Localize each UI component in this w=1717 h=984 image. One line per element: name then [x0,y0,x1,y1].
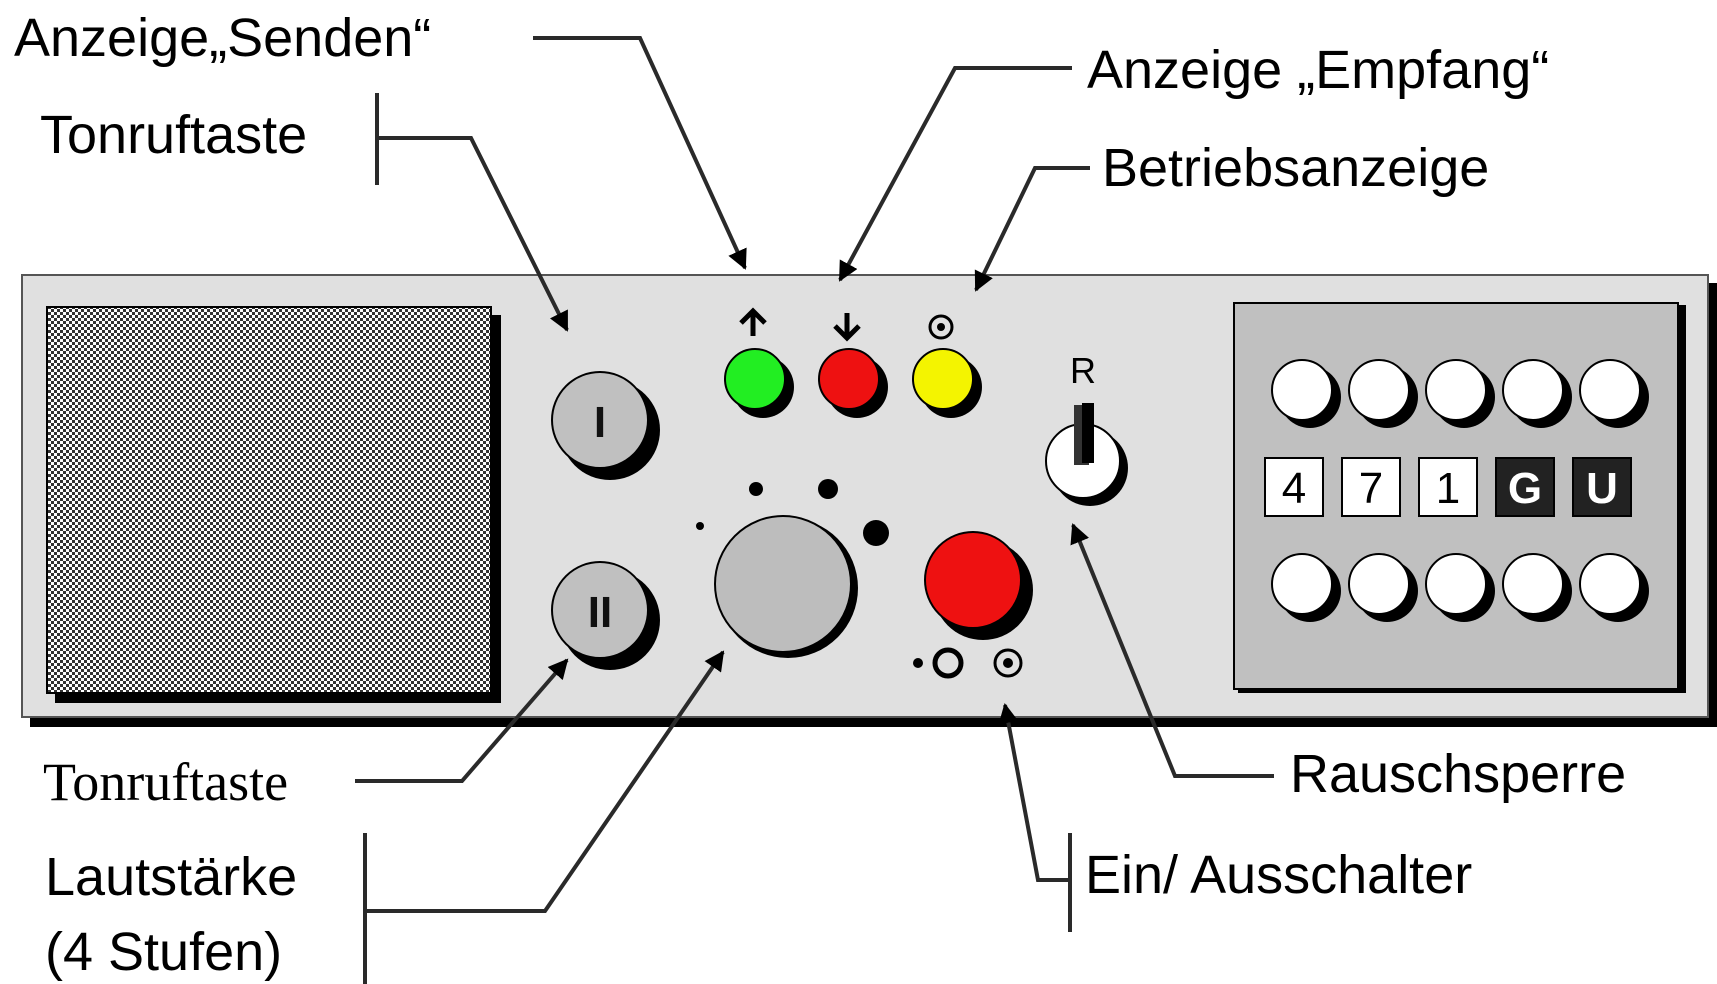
volume-level-dot-2 [749,482,763,496]
label-lautstaerke: Lautstärke [45,847,297,907]
code-digit: 7 [1359,464,1383,513]
volume-knob[interactable] [714,515,858,658]
code-digit: 4 [1282,464,1306,513]
power-on-icon [993,648,1023,678]
code-button[interactable] [1502,359,1572,428]
volume-level-dot-4 [863,520,889,546]
code-button[interactable] [1425,359,1495,428]
label-anzeige-senden: Anzeige„Senden“ [14,8,431,68]
leader-senden [533,36,747,270]
power-off-icon [913,647,964,679]
power-button[interactable] [924,531,1033,640]
code-button-row-top [1271,359,1649,428]
code-digit-box: U [1572,457,1632,517]
code-digit-box: 1 [1418,457,1478,517]
label-betriebsanzeige: Betriebsanzeige [1102,138,1489,198]
code-digit-box: 4 [1264,457,1324,517]
code-button[interactable] [1271,359,1341,428]
leader-lautstaerke [365,650,725,913]
tonruf-button-1[interactable]: I [551,371,660,480]
code-button[interactable] [1579,359,1649,428]
leader-tonruf-top [377,136,569,332]
lamp-senden [724,348,794,418]
squelch-label: R [1070,350,1096,391]
label-anzeige-empfang: Anzeige „Empfang“ [1087,40,1549,100]
arrow-up-icon [739,307,767,336]
squelch-switch[interactable] [1045,403,1128,506]
volume-level-dot-1 [696,522,704,530]
tonruf-button-1-label: I [594,398,606,447]
code-button[interactable] [1579,553,1649,622]
code-digit: G [1508,464,1542,513]
code-display-row: 4 7 1 G U [1264,457,1632,517]
code-button[interactable] [1348,359,1418,428]
code-digit: U [1586,464,1618,513]
speaker-grille [46,306,492,694]
code-button[interactable] [1271,553,1341,622]
leader-ein-aus [998,703,1070,882]
leader-tonruf-bottom [355,658,569,783]
code-digit-box: 7 [1341,457,1401,517]
code-button[interactable] [1348,553,1418,622]
code-button-row-bottom [1271,553,1649,622]
arrow-down-icon [833,313,861,342]
lamp-betrieb [912,348,982,418]
dot-in-circle-icon [928,314,954,340]
code-button[interactable] [1502,553,1572,622]
code-button[interactable] [1425,553,1495,622]
leader-betrieb [974,166,1090,292]
leader-lines [355,36,1274,984]
label-rauschsperre: Rauschsperre [1290,744,1626,804]
label-lautstaerke-stufen: (4 Stufen) [45,922,282,982]
code-digit-box: G [1495,457,1555,517]
code-digit: 1 [1436,464,1460,513]
tonruf-button-2[interactable]: II [551,561,660,670]
label-ein-ausschalter: Ein/ Ausschalter [1085,845,1472,905]
tonruf-button-2-label: II [588,588,612,637]
lamp-empfang [818,348,888,418]
volume-level-dot-3 [818,479,838,499]
leader-empfang [838,66,1072,282]
label-tonruftaste-bottom: Tonruftaste [43,752,288,812]
leader-rauschsperre [1070,523,1274,778]
label-tonruftaste-top: Tonruftaste [40,105,307,165]
